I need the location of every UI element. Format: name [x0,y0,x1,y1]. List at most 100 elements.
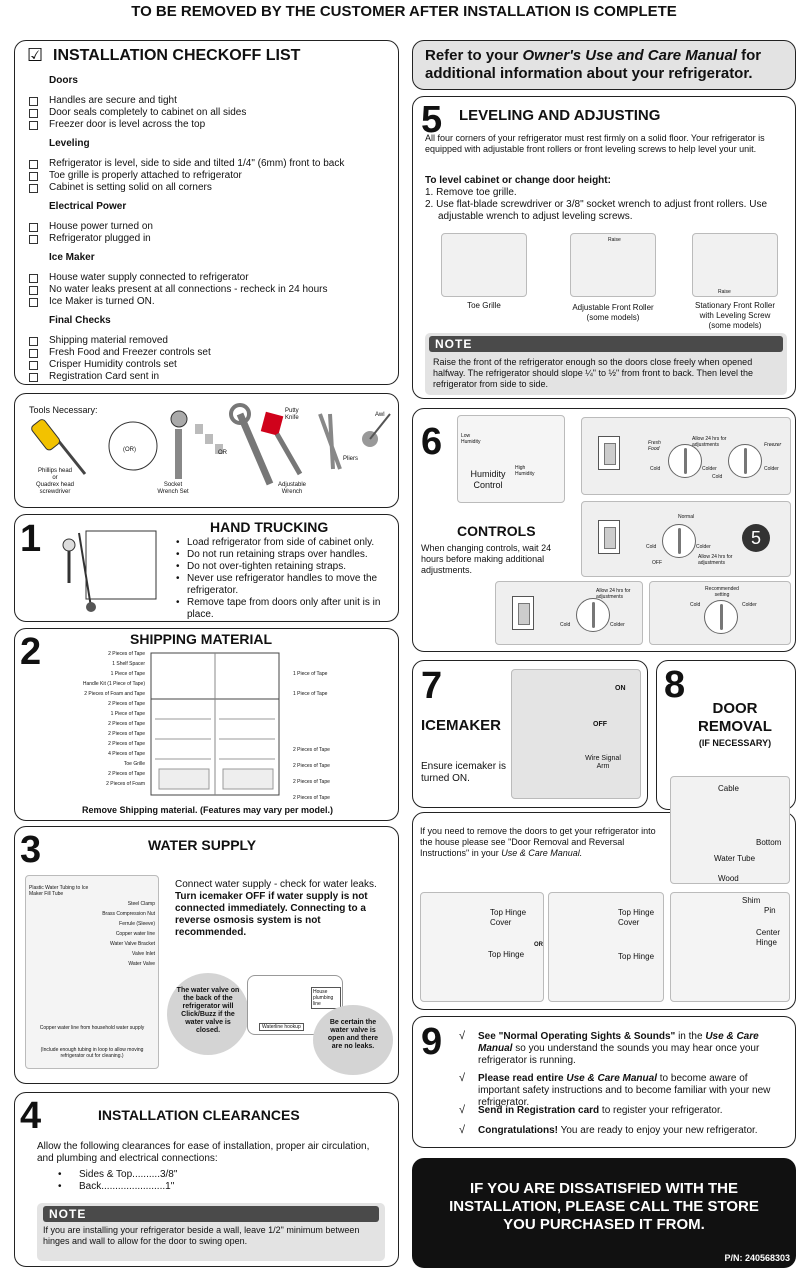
stationary-roller-illustration [692,233,778,297]
checklist-item[interactable]: Ice Maker is turned ON. [27,296,387,308]
icemaker-panel: 7 ICEMAKER Ensure icemaker is turned ON.… [412,660,648,808]
step-number: 6 [421,421,443,463]
checkmark-icon: √ [459,1104,466,1116]
water-valve-part-label: Steel Clamp [127,901,155,907]
hand-truck-illustration [51,523,171,615]
final-steps-panel: 9 √See "Normal Operating Sights & Sounds… [412,1016,796,1148]
pliers-label: Pliers [343,456,359,462]
colder-label: Colder [764,466,779,472]
leveling-step: 2. Use flat-blade screwdriver or 3/8" so… [425,199,768,222]
section-title: ICEMAKER [421,717,502,734]
water-valve-labels: Plastic Water Tubing to Ice Maker Fill T… [29,885,155,971]
clearances-panel: 4 INSTALLATION CLEARANCES Allow the foll… [14,1092,399,1267]
part-number: P/N: 240568303 [724,1253,790,1263]
water-valve-part-label: Copper water line [115,931,155,937]
fridge-open-illustration [145,649,285,799]
checklist-item[interactable]: Refrigerator is level, side to side and … [27,158,387,170]
water-supply-text: Connect water supply - check for water l… [175,879,377,938]
checklist-item[interactable]: Refrigerator plugged in [27,233,387,245]
socket-wrench-icon [170,410,223,479]
checklist-item[interactable]: Fresh Food and Freezer controls set [27,347,387,359]
checklist-item[interactable]: Cabinet is setting solid on all corners [27,182,387,194]
checklist-section-heading: Final Checks [49,315,111,326]
control-panel-c: Allow 24 hrs for adjustments Cold Colder [495,581,643,645]
shipping-label: 4 Pieces of Tape [108,751,145,757]
note-label: NOTE [429,336,783,352]
hand-truck-drawing [62,530,157,612]
clearances-list: Sides & Top..........3/8"Back...........… [57,1169,257,1193]
step-number: 3 [20,829,42,871]
final-step-item: Send in Registration card to register yo… [478,1105,723,1116]
house-line-label: House plumbing line [311,987,341,1009]
cold-label: Cold [646,544,657,550]
checklist-title: INSTALLATION CHECKOFF LIST [53,47,301,64]
step-number: 8 [664,664,686,706]
bubble-right-text: Be certain the water valve is open and t… [327,1019,379,1050]
checklist-section-heading: Ice Maker [49,252,95,263]
temperature-dial[interactable] [662,524,696,558]
final-step-item: Please read entire Use & Care Manual to … [478,1073,771,1108]
allow-label: Allow 24 hrs for adjustments [698,554,733,566]
refer-banner: Refer to your Owner's Use and Care Manua… [412,40,796,90]
instruction-item: Never use refrigerator handles to move t… [175,573,395,597]
checklist-item[interactable]: Crisper Humidity controls set [27,359,387,371]
putty-knife-icon [260,411,303,476]
shipping-caption: Remove Shipping material. (Features may … [81,805,334,815]
shipping-label: 1 Piece of Tape [110,671,145,677]
shipping-label: 1 Shelf Spacer [112,661,145,667]
checklist-item[interactable]: Registration Card sent in [27,371,387,383]
shipping-label: 2 Pieces of Tape [293,763,330,769]
checklist-item[interactable]: House power turned on [27,221,387,233]
checklist-item[interactable]: House water supply connected to refriger… [27,272,387,284]
final-step-item: See "Normal Operating Sights & Sounds" i… [478,1031,760,1066]
normal-label: Normal [678,514,695,520]
instruction-item: Load refrigerator from side of cabinet o… [175,537,395,549]
or-label: OR [534,942,543,948]
copper-line-label: Copper water line from household water s… [39,1025,145,1031]
water-valve-part-label: Valve Inlet [132,951,155,957]
control-panel-d: Recommended setting Cold Colder [649,581,791,645]
fresh-food-dial[interactable] [704,600,738,634]
hinge-cover-label: Top Hinge Cover [490,908,527,927]
cold-label: Cold [712,474,723,480]
socket-label: Socket Wrench Set [157,482,189,495]
cold-label: Cold [690,602,701,608]
door-cable-illustration [670,776,790,884]
shipping-label: 2 Pieces of Tape [108,721,145,727]
shipping-label: 1 Piece of Tape [110,711,145,717]
icemaker-illustration [511,669,641,799]
checklist-item[interactable]: Door seals completely to cabinet on all … [27,107,387,119]
top-hinge-illustration-a [420,892,544,1002]
dissatisfied-banner [412,1158,796,1268]
checklist-item[interactable]: Shipping material removed [27,335,387,347]
water-supply-panel: 3 WATER SUPPLY Plastic Water Tubing to I… [14,826,399,1084]
checklist-item[interactable]: Freezer door is level across the top [27,119,387,131]
fresh-food-dial[interactable] [668,444,702,478]
checklist-section-heading: Doors [49,75,78,86]
controls-text: When changing controls, wait 24 hours be… [421,543,552,575]
low-humidity-label: Low Humidity [461,433,481,445]
screwdriver-icon [31,419,87,475]
leveling-subhead: To level cabinet or change door height: [425,175,611,186]
pin-label: Pin [764,906,776,915]
checklist-item[interactable]: Handles are secure and tight [27,95,387,107]
checklist-item[interactable]: No water leaks present at all connection… [27,284,387,296]
tools-label: Tools Necessary: [29,405,98,415]
hinge-cover-label: Top Hinge Cover [618,908,655,927]
checkmark-icon: √ [459,1072,466,1084]
water-valve-part-label: Brass Compression Nut [102,911,155,917]
freezer-label: Freezer [764,442,782,448]
freezer-dial[interactable] [728,444,762,478]
shipping-labels-left: 2 Pieces of Tape 1 Shelf Spacer 1 Piece of… [77,651,145,791]
fresh-food-dial[interactable] [576,598,610,632]
checklist-item[interactable]: Toe grille is properly attached to refri… [27,170,387,182]
checkbox-icon: ☑ [27,45,44,65]
top-hinge-illustration-b [548,892,664,1002]
shipping-label: 1 Piece of Tape [293,671,328,677]
instruction-item: Do not over-tighten retaining straps. [175,561,395,573]
water-valve-illustration [25,875,159,1069]
clearance-item: Sides & Top..........3/8" [57,1169,257,1181]
